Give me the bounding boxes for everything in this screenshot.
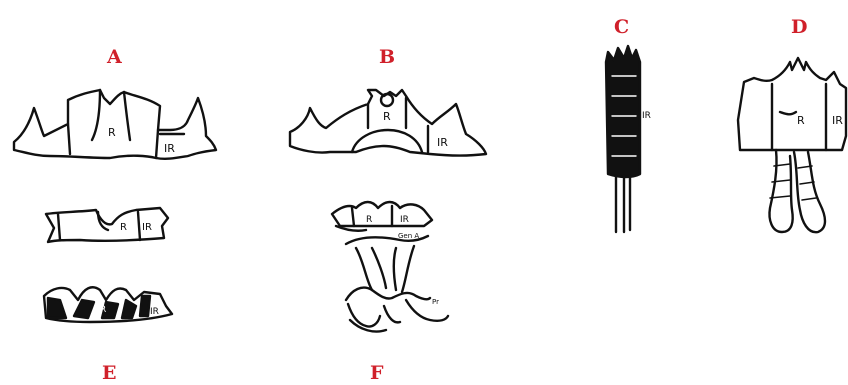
label-e-lower-ir: IR [150,307,159,317]
ring-drawing-a [14,90,216,159]
label-f-r: R [366,215,372,225]
label-f-pr: Pr [432,298,439,306]
label-e-lower-r: R [100,305,106,315]
ring-drawing-f [332,202,448,332]
ring-drawing-c [606,46,640,232]
label-f-gen-a: Gen A [398,232,419,240]
label-c-ir: IR [642,111,651,121]
ring-drawing-d [738,58,846,232]
label-f-ir: IR [400,215,409,225]
label-b-r: R [383,110,391,123]
label-a-r: R [108,126,116,139]
label-b-ir: IR [437,136,448,149]
label-a-ir: IR [164,142,175,155]
label-d-r: R [797,114,805,127]
label-d-ir: IR [832,114,843,127]
label-e-ir: IR [142,222,152,233]
label-e-r: R [120,222,127,233]
